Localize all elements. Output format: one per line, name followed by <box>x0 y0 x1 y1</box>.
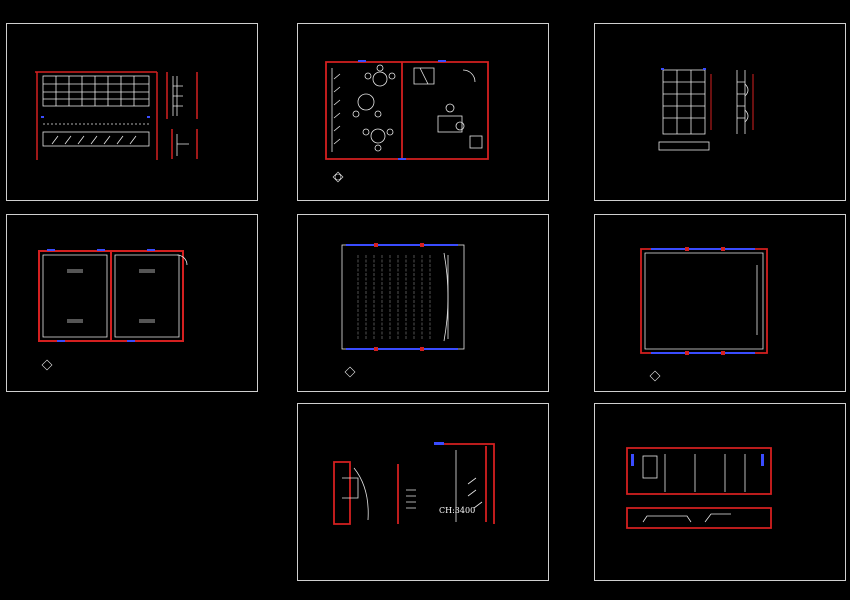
drawing-sheet-4 <box>6 214 258 392</box>
drawing-sheet-1 <box>6 23 258 201</box>
cabinet-elevation-drawing <box>35 71 198 160</box>
meeting-room-section-drawing <box>333 442 495 525</box>
drawing-sheet-3 <box>594 23 846 201</box>
drawing-sheet-8 <box>594 403 846 581</box>
hall-plan-drawing <box>640 247 768 382</box>
drawing-sheet-7: CH:3400 <box>297 403 549 581</box>
shelving-elevation-drawing <box>658 68 754 151</box>
drawing-sheet-2 <box>297 23 549 201</box>
drawing-sheet-5 <box>297 214 549 392</box>
drawing-sheet-6 <box>594 214 846 392</box>
two-room-plan-drawing <box>38 249 188 371</box>
office-floor-plan-drawing <box>325 60 489 183</box>
auditorium-seating-plan-drawing <box>341 243 465 378</box>
ceiling-height-label: CH:3400 <box>439 506 476 515</box>
wall-elevation-drawing <box>626 447 772 529</box>
